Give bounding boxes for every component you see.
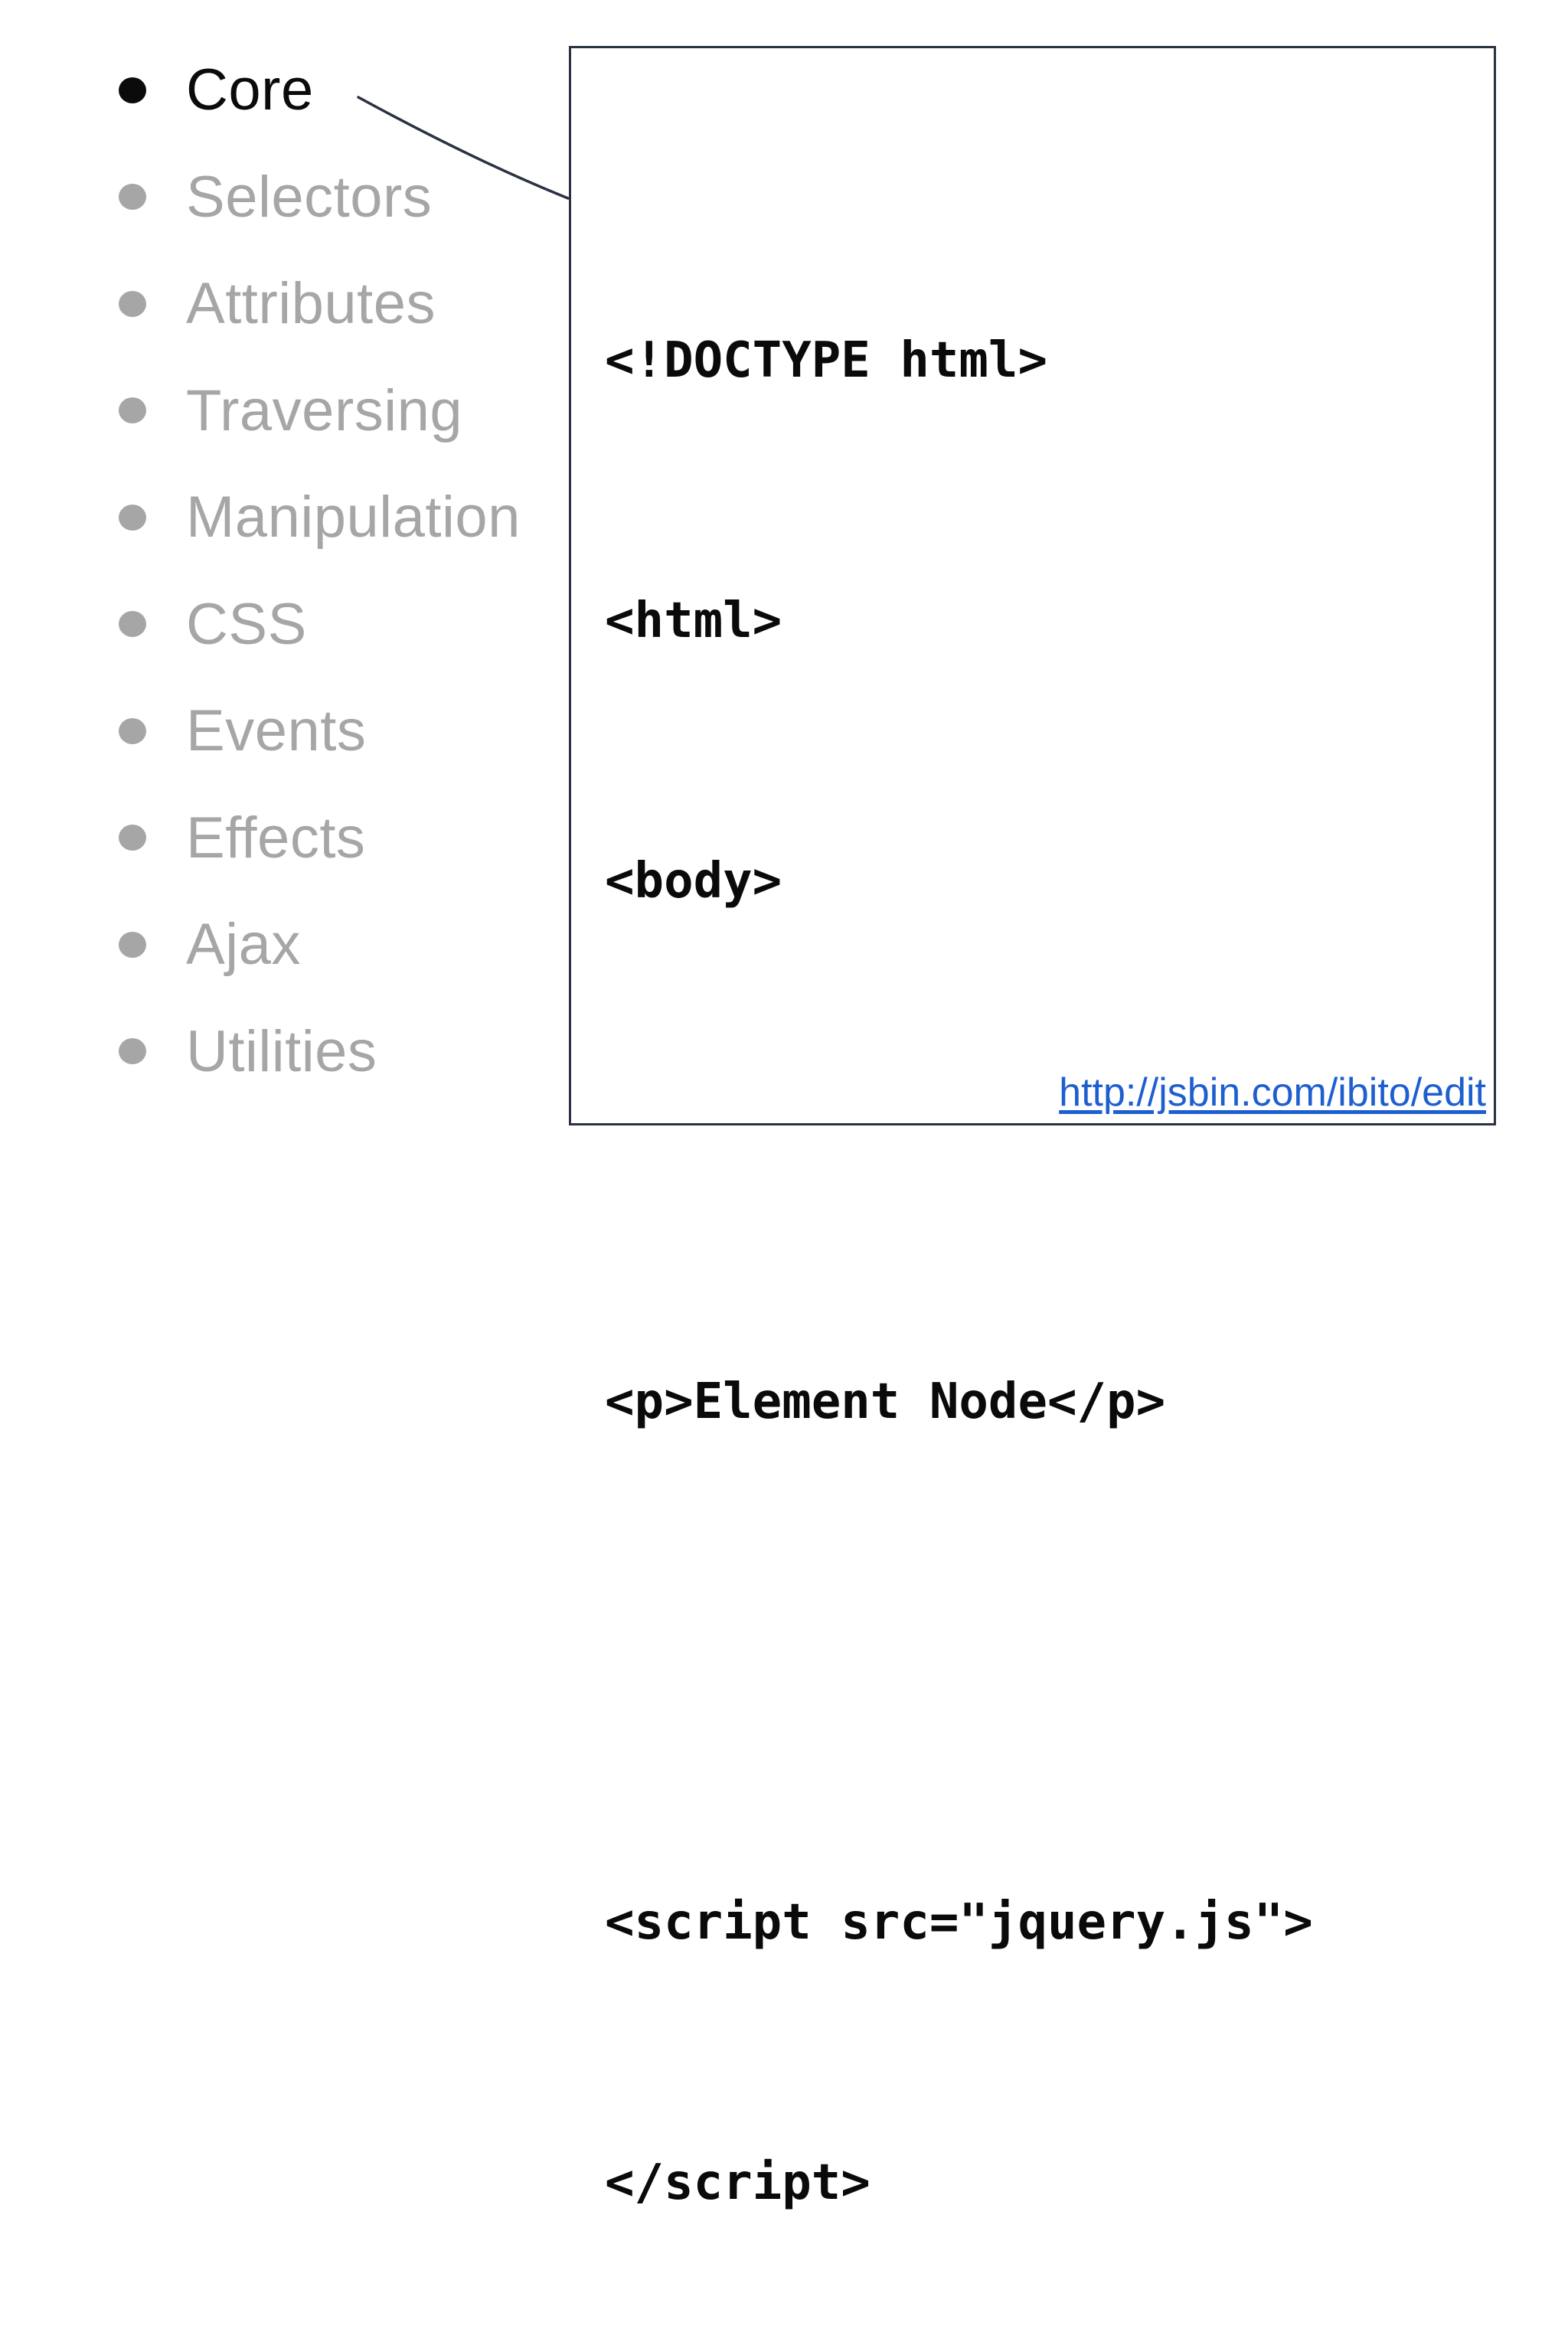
code-panel: <!DOCTYPE html> <html> <body> <p>Element…	[569, 46, 1496, 2211]
code-line	[605, 1630, 1489, 1695]
topic-list-item: Utilities	[119, 998, 521, 1106]
topic-list-item: Events	[119, 678, 521, 785]
bullet-icon	[119, 931, 146, 958]
topic-label: Core	[186, 57, 314, 123]
bullet-icon	[119, 397, 146, 424]
topic-label: Events	[186, 698, 367, 764]
jsbin-link[interactable]: http://jsbin.com/ibito/edit	[1059, 1070, 1486, 1115]
bullet-icon	[119, 611, 146, 638]
topic-list-item: Attributes	[119, 250, 521, 358]
topic-label: Effects	[186, 805, 366, 871]
code-line: <html>	[605, 593, 782, 649]
code-line: <p>Element Node</p>	[605, 1374, 1166, 1430]
topic-label: Selectors	[186, 164, 433, 230]
bullet-icon	[119, 290, 146, 317]
topic-list: Core Selectors Attributes Traversing Man…	[119, 37, 521, 1105]
bullet-icon	[119, 717, 146, 744]
bullet-icon	[119, 825, 146, 851]
topic-list-item: Traversing	[119, 358, 521, 465]
code-line: <body>	[605, 853, 782, 910]
bullet-icon	[119, 77, 146, 103]
topic-label: CSS	[186, 591, 307, 657]
topic-label: Ajax	[186, 912, 301, 978]
topic-label: Attributes	[186, 271, 436, 337]
topic-list-item: Core	[119, 37, 521, 144]
topic-list-item: Effects	[119, 785, 521, 892]
topic-label: Manipulation	[186, 485, 521, 550]
bullet-icon	[119, 504, 146, 531]
topic-list-item: Selectors	[119, 144, 521, 251]
code-block: <!DOCTYPE html> <html> <body> <p>Element…	[605, 68, 1489, 2352]
code-line	[605, 1109, 1489, 1174]
code-line: <!DOCTYPE html>	[605, 332, 1047, 389]
bullet-icon	[119, 184, 146, 211]
topic-list-item: Ajax	[119, 891, 521, 998]
code-line: </script>	[605, 2154, 871, 2211]
topic-label: Traversing	[186, 377, 463, 443]
topic-list-item: Manipulation	[119, 464, 521, 571]
topic-list-item: CSS	[119, 571, 521, 678]
topic-label: Utilities	[186, 1018, 377, 1084]
bullet-icon	[119, 1038, 146, 1065]
code-line: <script src="jquery.js">	[605, 1894, 1313, 1951]
